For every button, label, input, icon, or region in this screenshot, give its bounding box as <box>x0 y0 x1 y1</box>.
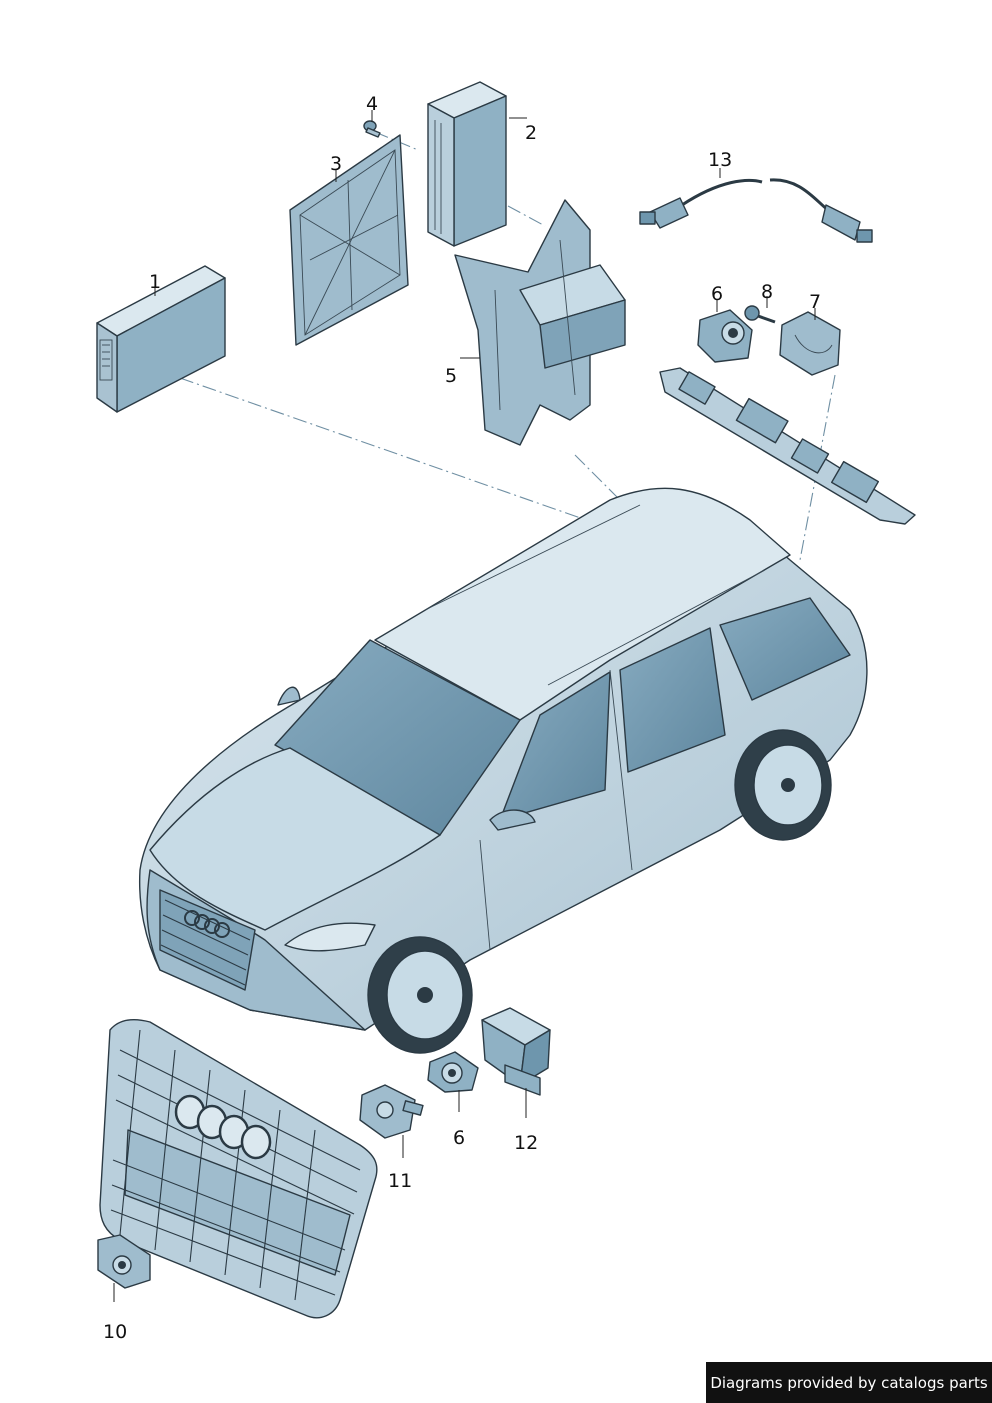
callout-12: 12 <box>514 1132 538 1154</box>
part-11-holder <box>359 1084 424 1139</box>
callout-labels: 1 2 3 4 5 6 7 8 13 6 10 11 12 <box>103 93 821 1343</box>
part-2-module <box>427 81 507 247</box>
callout-1: 1 <box>149 271 161 293</box>
car-body <box>138 487 868 1054</box>
part-6-camera-upper <box>697 309 753 363</box>
callout-13: 13 <box>708 149 732 171</box>
front-wheel <box>367 936 473 1054</box>
callout-11: 11 <box>388 1170 412 1192</box>
part-1-control-unit <box>96 265 226 413</box>
callout-3: 3 <box>330 153 342 175</box>
part-7-holder <box>779 311 841 376</box>
callout-7: 7 <box>809 291 821 313</box>
part-4-bolt <box>363 120 381 138</box>
callout-5: 5 <box>445 365 457 387</box>
part-6-camera-lower <box>427 1051 479 1093</box>
callout-4: 4 <box>366 93 378 115</box>
part-12-connector <box>481 1007 551 1096</box>
rear-wheel <box>734 729 832 841</box>
car-logo-rings <box>184 910 230 938</box>
part-13-cable <box>639 178 873 243</box>
part-10-sensor-holder <box>97 1234 151 1289</box>
radiator-grille <box>99 1018 378 1319</box>
trunk-handle-strip <box>659 367 916 525</box>
part-8-screw <box>744 305 776 324</box>
part-3-mounting-plate <box>289 134 409 346</box>
callout-10: 10 <box>103 1321 127 1343</box>
part-5-bracket <box>454 199 626 446</box>
leader-lines <box>113 110 816 1302</box>
callout-2: 2 <box>525 122 537 144</box>
grille-logo-rings <box>174 1094 272 1160</box>
callout-8: 8 <box>761 281 773 303</box>
callout-6-upper: 6 <box>711 283 723 305</box>
callout-6-lower: 6 <box>453 1127 465 1149</box>
credit-banner: Diagrams provided by catalogs parts <box>706 1362 992 1403</box>
